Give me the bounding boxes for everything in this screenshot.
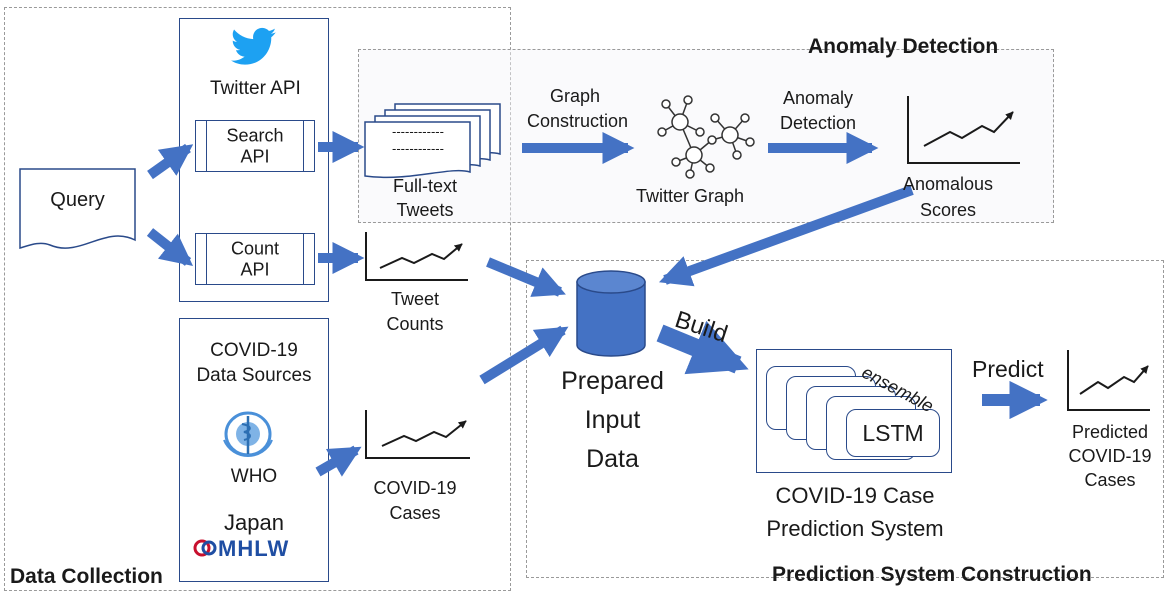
tweet-counts-line1: Tweet <box>390 289 440 309</box>
tweets-dashes-2: ------------ <box>392 141 444 156</box>
prediction-system-title: Prediction System Construction <box>772 563 1092 586</box>
count-api-line2: API <box>240 259 270 279</box>
predicted-cases-line1: Predicted <box>1071 422 1149 442</box>
covid-cases-line1: COVID-19 <box>373 478 457 498</box>
prediction-system-line1: COVID-19 Case <box>775 483 935 508</box>
data-collection-title: Data Collection <box>10 565 163 588</box>
covid-sources-title-1: COVID-19 <box>210 340 298 361</box>
who-logo-icon <box>223 411 273 458</box>
lstm-card-5 <box>846 409 940 457</box>
tweet-counts-line2: Counts <box>386 314 444 334</box>
prepared-input-line1: Prepared <box>561 367 664 395</box>
predict-label: Predict <box>972 356 1044 382</box>
anomaly-detection-title: Anomaly Detection <box>808 35 999 58</box>
who-label: WHO <box>230 466 278 487</box>
graph-construction-line2: Construction <box>526 111 629 131</box>
covid-cases-line2: Cases <box>389 503 441 523</box>
twitter-graph-label: Twitter Graph <box>635 186 745 206</box>
lstm-label: LSTM <box>862 420 924 446</box>
anomaly-detection-step-line1: Anomaly <box>782 88 854 108</box>
tweets-dashes-1: ------------ <box>392 124 444 139</box>
search-api-line2: API <box>240 146 270 166</box>
search-api-line1: Search <box>226 125 284 146</box>
anomalous-scores-line2: Scores <box>919 200 977 220</box>
twitter-bird-icon <box>231 27 277 65</box>
japan-label: Japan <box>224 510 284 535</box>
predicted-cases-line2: COVID-19 <box>1068 446 1152 466</box>
graph-construction-line1: Graph <box>549 86 601 106</box>
count-api-line1: Count <box>230 238 280 259</box>
prepared-input-line3: Data <box>586 445 639 473</box>
full-text-tweets-line2: Tweets <box>396 200 454 220</box>
prepared-input-line2: Input <box>584 406 641 434</box>
anomaly-detection-step-line2: Detection <box>779 113 857 133</box>
mhlw-label: MHLW <box>218 536 290 561</box>
anomalous-scores-line1: Anomalous <box>902 174 994 194</box>
query-label: Query <box>50 189 105 211</box>
covid-sources-box <box>179 318 329 582</box>
data-collection-region <box>4 7 511 591</box>
prediction-system-line2: Prediction System <box>766 516 944 541</box>
twitter-api-label: Twitter API <box>210 78 301 99</box>
predicted-cases-line3: Cases <box>1084 470 1136 490</box>
full-text-tweets-line1: Full-text <box>392 176 457 196</box>
mhlw-logo-icon <box>193 539 217 557</box>
covid-sources-title-2: Data Sources <box>196 365 312 386</box>
